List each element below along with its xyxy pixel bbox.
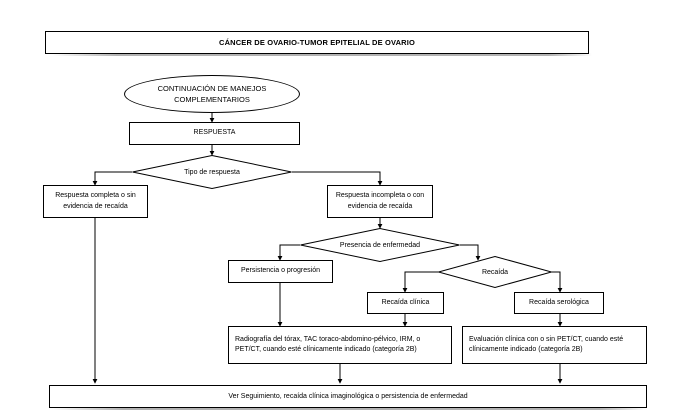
edge-presencia-to-recaida [460,244,481,261]
title-banner-shadow [52,53,592,56]
edge-tipo-to-incompleta [292,171,383,186]
start-node-continuacion-manejos: CONTINUACIÓN DE MANEJOS COMPLEMENTARIOS [124,75,300,113]
edge-recaida-to-serologica [552,271,563,293]
edge-recaida-to-clinica [402,271,438,293]
edge-tipo-to-completa [92,171,132,186]
node-respuesta: RESPUESTA [129,122,300,145]
diamond-shape-tipo-respuesta [132,155,292,189]
page-title: CÁNCER DE OVARIO-TUMOR EPITELIAL DE OVAR… [45,31,589,54]
decision-tipo-de-respuesta: Tipo de respuesta [132,155,292,189]
node-evaluacion-clinica: Evaluación clínica con o sin PET/CT, cua… [462,326,647,364]
node-respuesta-incompleta: Respuesta incompleta o con evidencia de … [327,185,433,218]
diamond-shape-presencia-enfermedad [300,228,460,262]
node-seguimiento: Ver Seguimiento, recaída clínica imagino… [49,385,647,408]
node-recaida-serologica: Recaída serológica [514,292,604,314]
seguimiento-shadow [52,407,647,410]
diamond-shape-recaida [438,256,552,288]
decision-presencia-de-enfermedad: Presencia de enfermedad [300,228,460,262]
node-estudios-imagen: Radiografía del tórax, TAC toraco-abdomi… [228,326,452,364]
node-respuesta-completa: Respuesta completa o sin evidencia de re… [43,185,148,218]
start-node-label: CONTINUACIÓN DE MANEJOS COMPLEMENTARIOS [157,83,267,104]
node-persistencia-o-progresion: Persistencia o progresión [228,260,333,283]
decision-recaida: Recaída [438,256,552,288]
node-recaida-clinica: Recaída clínica [367,292,444,314]
edge-presencia-to-persistencia [277,244,300,261]
